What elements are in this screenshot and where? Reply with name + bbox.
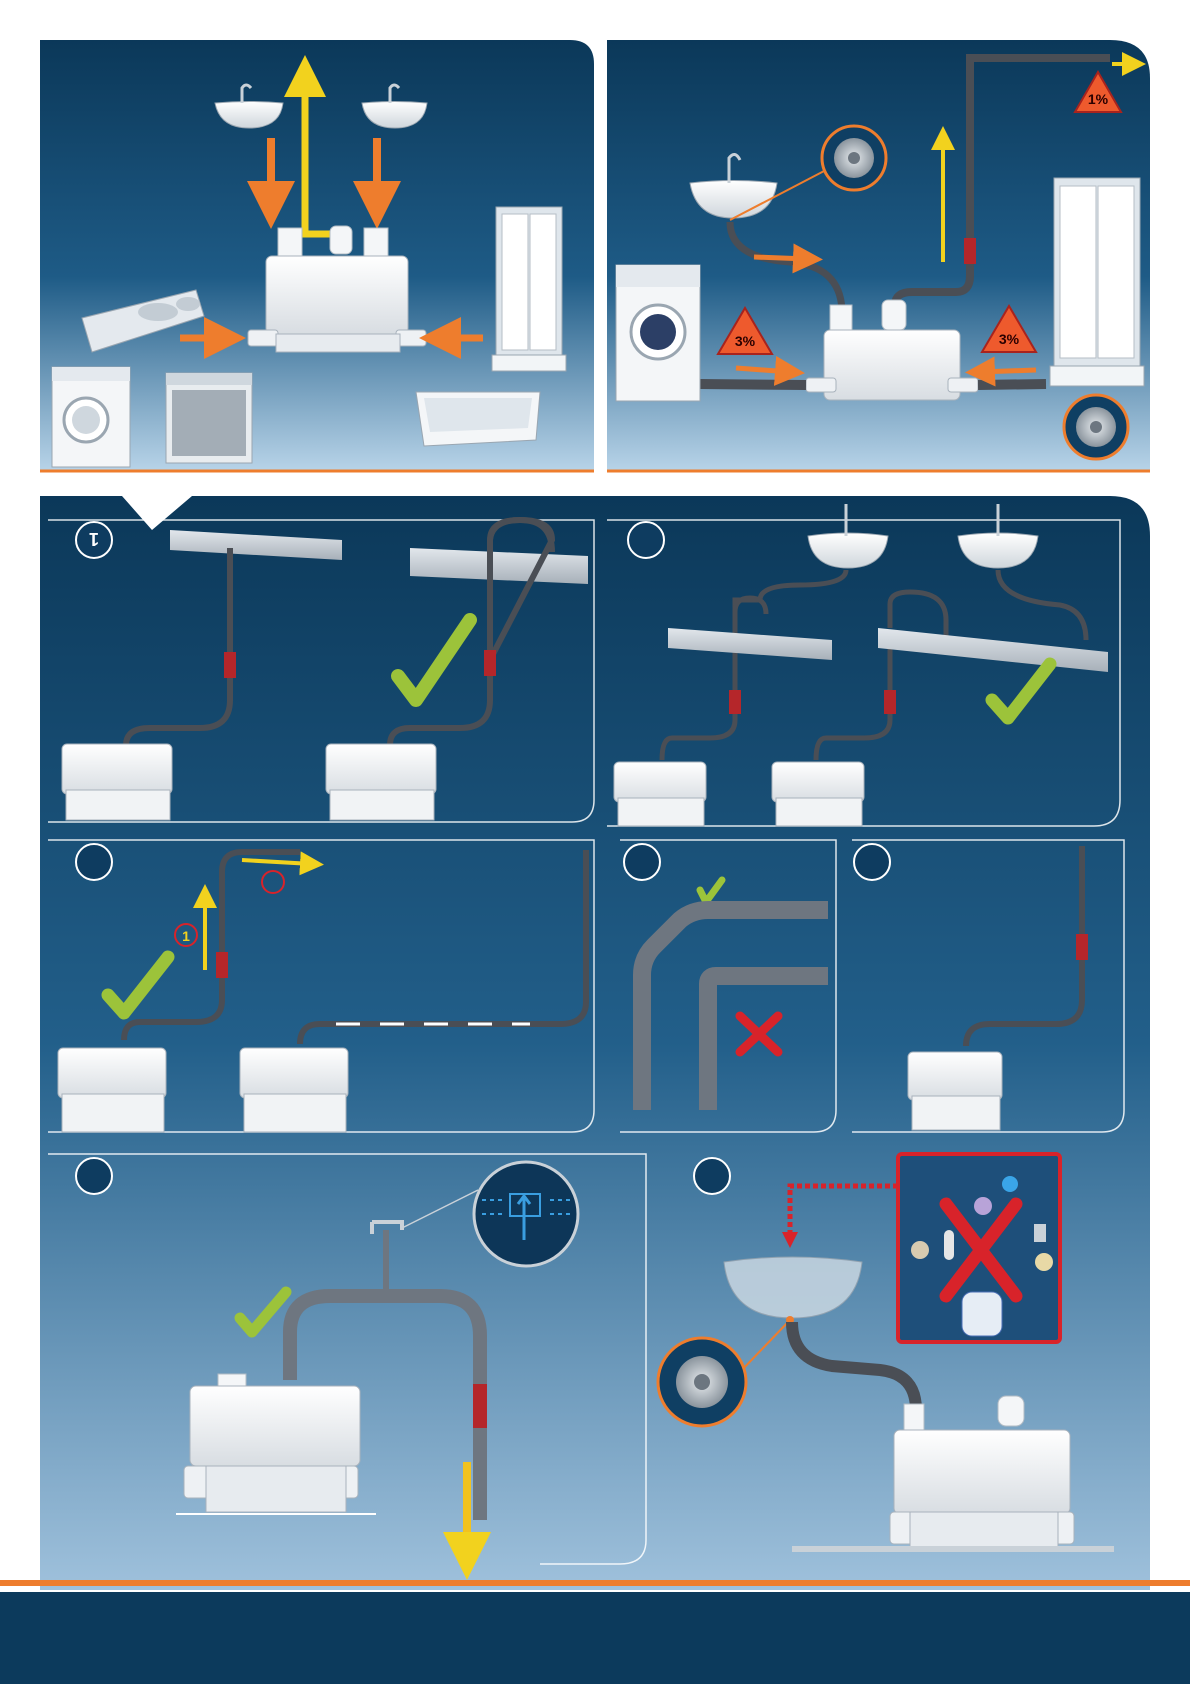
panel-discharge-rules: 1 [0, 496, 1190, 1684]
washing-machine-icon [52, 367, 130, 467]
flow-arrow [980, 370, 1036, 372]
non-return-valve [964, 238, 976, 264]
non-return-valve [473, 1384, 487, 1428]
pump-unit [772, 762, 864, 826]
drain-strainer-icon [658, 1338, 746, 1426]
bathtub-icon [416, 392, 540, 446]
pump-unit [240, 1048, 348, 1132]
pump-unit [62, 744, 172, 820]
slope-left-label: 3% [735, 333, 756, 349]
slope-right-label: 3% [999, 331, 1020, 347]
non-return-valve [484, 650, 496, 676]
shower-cabin-icon [1050, 178, 1144, 386]
pump-unit [184, 1374, 360, 1512]
pump-unit [614, 762, 706, 826]
drain-strainer-icon [822, 126, 886, 190]
non-return-valve [1076, 934, 1088, 960]
non-return-valve [884, 690, 896, 714]
pump-unit [908, 1052, 1002, 1130]
step-badge [76, 1158, 112, 1194]
step-badge [628, 522, 664, 558]
pump-unit [58, 1048, 166, 1132]
drain-strainer-icon [1064, 395, 1128, 459]
height-marker-label: 1 [182, 928, 190, 944]
floor [792, 1546, 1114, 1552]
pump-unit [326, 744, 436, 820]
step-badge [694, 1158, 730, 1194]
step-badge [624, 844, 660, 880]
non-return-valve [224, 652, 236, 678]
step-badge [854, 844, 890, 880]
prohibited-items-box [898, 1154, 1060, 1342]
non-return-valve [216, 952, 228, 978]
dishwasher-icon [166, 373, 252, 463]
slope-top-label: 1% [1088, 91, 1109, 107]
non-return-valve [729, 690, 741, 714]
shower-cabin-icon [492, 207, 566, 371]
panel-appliance-connections [40, 40, 594, 471]
washing-machine-icon [616, 265, 700, 401]
panel-slope-requirements: 1% 3% 3% [607, 40, 1150, 471]
step-number: 1 [89, 529, 99, 549]
flow-arrow [754, 257, 808, 259]
step-badge [76, 844, 112, 880]
